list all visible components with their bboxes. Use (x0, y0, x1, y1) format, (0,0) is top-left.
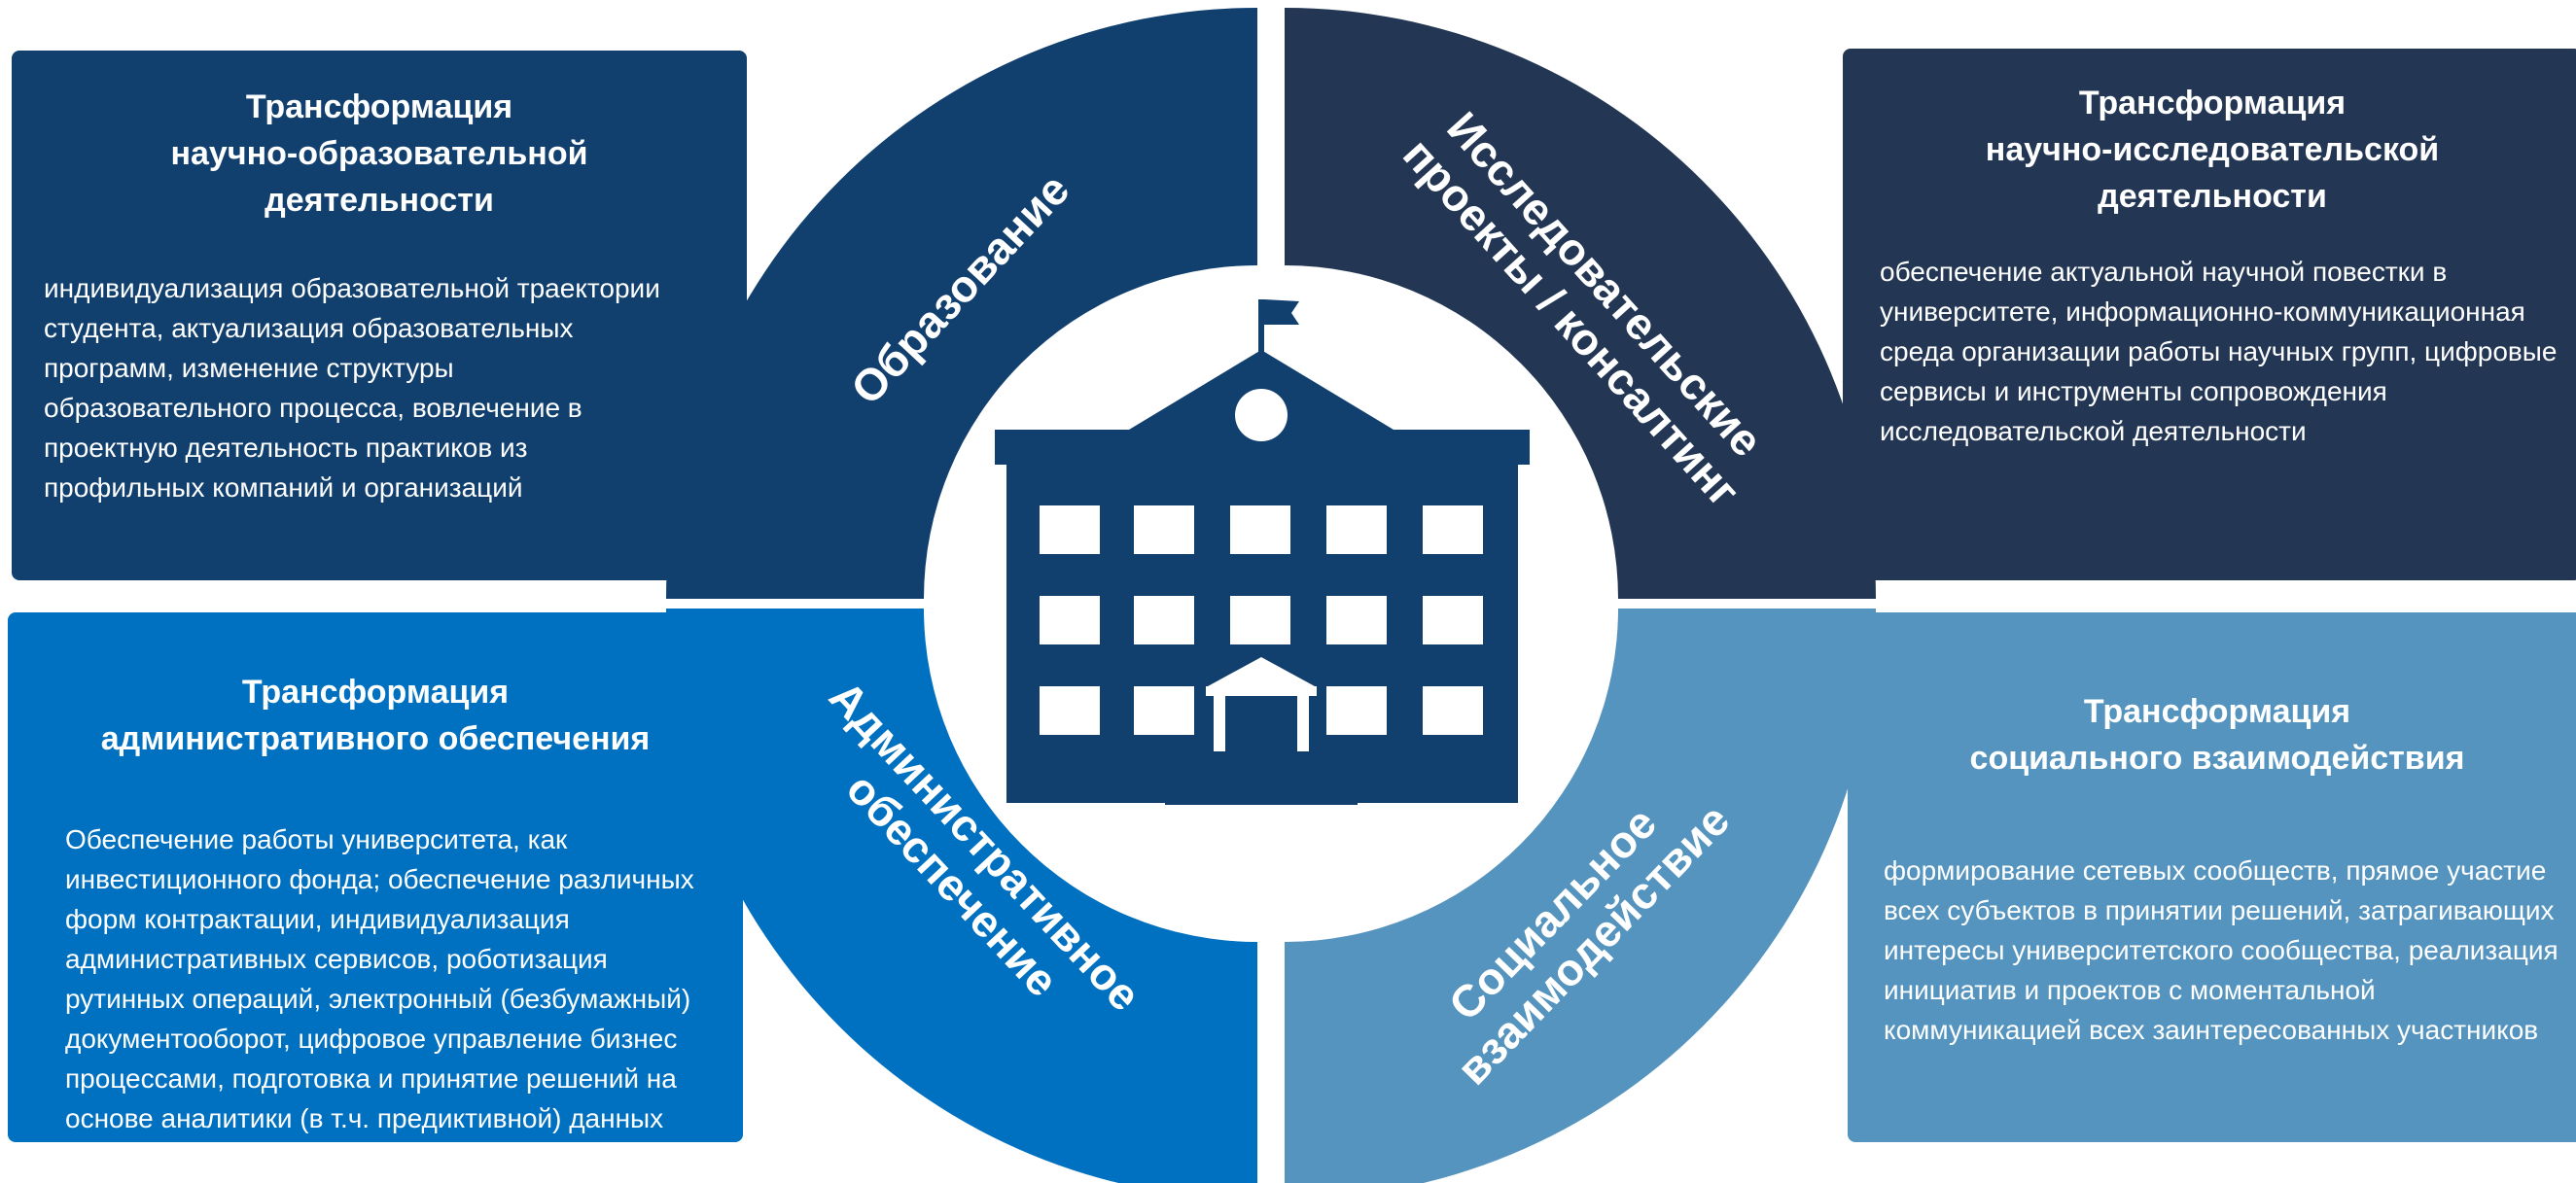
research-box-title: Трансформация научно-исследовательской д… (1985, 85, 2440, 215)
administration-sector (666, 609, 1257, 1183)
research-box (1843, 49, 2576, 580)
building-windows (1040, 505, 1483, 735)
education-sector (666, 8, 1257, 599)
education-box-text: индивидуализация образовательной траекто… (44, 273, 660, 503)
administration-box-text: Обеспечение работы университета, как инв… (65, 824, 694, 1133)
building-entrance (1206, 657, 1317, 751)
social-sector (1285, 609, 1876, 1183)
education-box-title: Трансформация научно-образовательной дея… (170, 88, 588, 219)
education-box (12, 51, 747, 580)
administration-box-title: Трансформация административного обеспече… (100, 674, 651, 757)
research-box-text: обеспечение актуальной научной повестки … (1880, 257, 2558, 446)
research-sector (1285, 8, 1876, 599)
social-box-title: Трансформация социального взаимодействия (1969, 693, 2465, 777)
building-clock (1235, 389, 1288, 441)
social-box (1848, 612, 2576, 1142)
social-box-text: формирование сетевых сообществ, прямое у… (1884, 855, 2558, 1045)
administration-box (8, 612, 743, 1142)
